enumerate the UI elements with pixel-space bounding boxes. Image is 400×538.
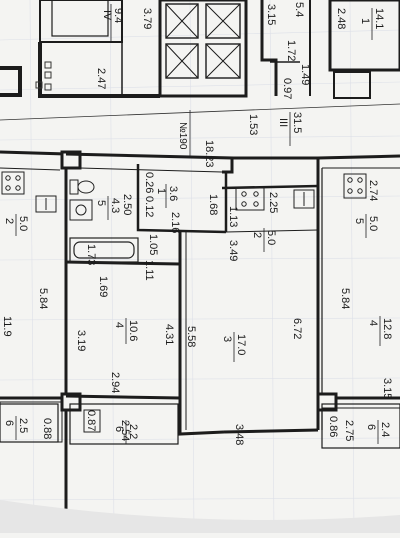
center-dim-1-73: 1.73	[85, 244, 97, 265]
dim-3-79: 3.79	[141, 8, 153, 29]
center-dim-1-05: 1.05	[147, 234, 159, 255]
center-room-3-area: 17.0	[235, 334, 247, 355]
room-iv-number: IV	[101, 10, 113, 21]
main-walls	[0, 150, 400, 528]
right-dim-2-74: 2.74	[367, 180, 379, 201]
bathtub-center	[69, 237, 139, 263]
center-room-1-number: 1	[155, 188, 167, 194]
left-room-3-area: 11.9	[1, 316, 13, 337]
center-dim-1-11: 1.11	[143, 260, 155, 281]
center-room-5-number: 5	[95, 200, 107, 206]
right-room-4-area: 12.8	[381, 318, 393, 339]
left-room-2-number: 2	[3, 218, 15, 224]
center-room-1-area: 3.6	[167, 186, 179, 201]
stove-left	[1, 171, 25, 195]
room-iv-area: 9.4	[112, 8, 124, 23]
dim-1-72: 1.72	[285, 40, 297, 61]
center-dim-0-12: 0.12	[143, 196, 155, 217]
dim-18-23: 18.23	[203, 140, 215, 168]
balcony-fixture-center	[83, 409, 101, 433]
toilet-center	[69, 179, 95, 195]
center-room-5-area: 4.3	[109, 198, 121, 213]
dim-0-97: 0.97	[281, 78, 293, 99]
plan-number: №190	[177, 122, 188, 150]
dim-1-53: 1.53	[247, 114, 259, 135]
right-room-4-number: 4	[367, 320, 379, 326]
center-dim-2-54: 2.54	[119, 420, 131, 441]
center-room-3-number: 3	[221, 336, 233, 342]
dim-3-15-upper: 3.15	[265, 4, 277, 25]
sink-center	[293, 189, 315, 209]
dim-1-49: 1.49	[299, 64, 311, 85]
center-room-6-area: 2.2	[127, 424, 139, 439]
right-dim-3-15: 3.15	[381, 378, 393, 399]
center-dim-1-68: 1.68	[207, 194, 219, 215]
center-dim-1-13: 1.13	[227, 206, 239, 227]
right-room-6-number: 6	[365, 424, 377, 430]
center-dim-3-49: 3.49	[227, 240, 239, 261]
right-room-5-area: 5.0	[367, 216, 379, 231]
center-dim-4-31: 4.31	[163, 324, 175, 345]
center-room-2-area: 5.0	[265, 230, 277, 245]
right-unit-labels: 2.74 5 5.0 5.84 4 12.8 3.15 0.86 2.75 6 …	[327, 180, 393, 444]
center-dim-2-94: 2.94	[109, 372, 121, 393]
center-room-4-area: 10.6	[127, 320, 139, 341]
center-dim-2-16: 2.16	[169, 212, 181, 233]
dim-2-47: 2.47	[95, 68, 107, 89]
room-1-upper-area: 14.1	[373, 8, 385, 29]
left-room-6-number: 6	[3, 420, 15, 426]
center-dim-2-25: 2.25	[267, 192, 279, 213]
center-room-6-number: 6	[113, 426, 125, 432]
dim-2-48: 2.48	[335, 8, 347, 29]
center-dim-5-58: 5.58	[185, 326, 197, 347]
stove-center	[235, 187, 265, 211]
center-unit-labels: 5 4.3 2.50 0.26 1 3.6 0.12 2.16 1.68 1.1…	[75, 172, 303, 445]
left-dim-0-88: 0.88	[41, 418, 53, 439]
stair-iii-number: III	[277, 118, 289, 127]
center-dim-3-19: 3.19	[75, 330, 87, 351]
center-dim-6-72: 6.72	[291, 318, 303, 339]
left-dim-5-84: 5.84	[37, 288, 49, 309]
balconies	[0, 403, 400, 449]
area-5-4-upper: 5.4	[293, 2, 305, 17]
washbasin-center	[69, 199, 93, 221]
left-room-6-area: 2.5	[17, 418, 29, 433]
left-unit-labels: 2 5.0 5.84 11.9 6 2.5 0.88	[1, 214, 53, 440]
paper-edge	[0, 500, 400, 533]
right-dim-0-86: 0.86	[327, 416, 339, 437]
center-dim-1-69: 1.69	[97, 276, 109, 297]
upper-walls	[0, 0, 400, 99]
stair-iii-area: 31.5	[291, 112, 303, 133]
right-room-6-area: 2.4	[379, 422, 391, 437]
center-dim-3-48: 3.48	[233, 424, 245, 445]
room-1-upper-number: 1	[359, 18, 371, 24]
stove-right	[343, 173, 367, 199]
right-dim-5-84: 5.84	[339, 288, 351, 309]
upper-dimension-line	[0, 103, 400, 158]
center-dim-2-50: 2.50	[121, 194, 133, 215]
left-room-2-area: 5.0	[17, 216, 29, 231]
right-room-5-number: 5	[353, 218, 365, 224]
right-dim-2-75: 2.75	[343, 420, 355, 441]
sink-left	[35, 195, 57, 213]
center-room-4-number: 4	[113, 322, 125, 328]
upper-labels: IV 9.4 3.79 2.47 3.15 5.4 2.48 1 14.1 1.…	[95, 2, 385, 168]
center-dim-0-87: 0.87	[85, 410, 97, 431]
upper-small-marks	[35, 61, 52, 91]
center-dim-0-26: 0.26	[143, 172, 155, 193]
center-room-2-number: 2	[251, 232, 263, 238]
